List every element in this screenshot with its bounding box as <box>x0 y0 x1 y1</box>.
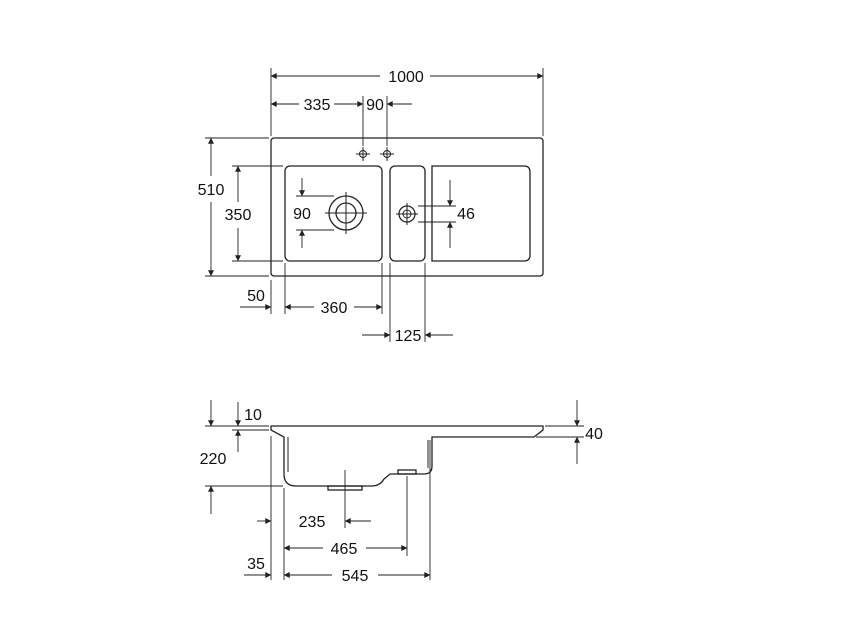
tap-hole-left-icon <box>356 147 370 161</box>
small-drain-icon <box>396 203 418 225</box>
section-view: 10 220 40 235 465 35 545 <box>200 400 603 585</box>
dim-drain-offset: 235 <box>299 514 326 531</box>
dim-edge-margin: 50 <box>247 288 265 305</box>
sink-section-profile <box>270 425 544 487</box>
dim-total-height: 220 <box>200 451 227 468</box>
main-drain-icon <box>325 192 367 234</box>
dim-rim-thickness: 10 <box>244 407 262 424</box>
sink-outline <box>270 137 544 277</box>
dim-bowl-depth: 350 <box>225 207 252 224</box>
drainboard <box>431 165 531 262</box>
dim-small-bowl-width: 125 <box>395 328 422 345</box>
dim-small-drain-offset: 465 <box>331 541 358 558</box>
dim-overall-depth: 510 <box>198 182 225 199</box>
small-drain-outlet <box>397 469 417 475</box>
dim-bowl-span: 545 <box>342 568 369 585</box>
tap-hole-right-icon <box>380 147 394 161</box>
small-bowl <box>389 165 426 262</box>
dim-small-drain: 46 <box>457 206 475 223</box>
dim-tap-spacing: 90 <box>366 97 384 114</box>
dim-main-bowl-width: 360 <box>321 300 348 317</box>
main-bowl <box>284 165 383 262</box>
dim-main-drain: 90 <box>293 206 311 223</box>
dim-overall-width: 1000 <box>388 69 424 86</box>
dim-drainboard-height: 40 <box>585 426 603 443</box>
dim-front-offset: 35 <box>247 556 265 573</box>
dim-tap-offset: 335 <box>304 97 331 114</box>
plan-view: 1000 335 90 510 350 90 46 <box>198 68 544 345</box>
